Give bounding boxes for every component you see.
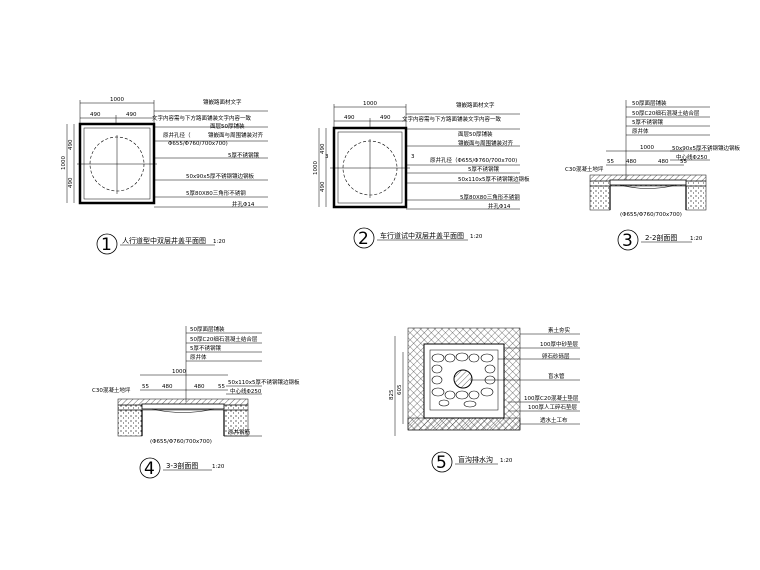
d4-scale: 1:20: [212, 464, 225, 470]
d2-note-8: 井孔Φ14: [488, 202, 511, 210]
d1-note-8: 5厚80X80三角形不锈钢: [186, 189, 246, 197]
d4-dim-side-b: 55: [218, 384, 225, 390]
d5-note-4: 100厚C20混凝土垫层: [524, 394, 579, 402]
d3-number: 3: [622, 231, 633, 251]
d4-note-5: 中心线Φ250: [230, 387, 262, 395]
d5-note-2: 卵石砂砾层: [542, 352, 570, 360]
d1-note-3: 原井孔径（: [163, 131, 191, 139]
d1-dim-total: 1000: [110, 97, 124, 103]
d1-dim-side: 1000: [61, 156, 67, 170]
drawing-1: 1000 490 490 1000 490 490 镶嵌路面材文字 文字内容需与…: [61, 97, 268, 255]
d4-dim-left: 480: [162, 384, 173, 390]
d3-ground: C30混凝土地坪: [565, 165, 604, 173]
d5-number: 5: [436, 453, 447, 473]
d2-note-7: 5厚80X80三角形不锈钢: [460, 193, 520, 201]
d2-note-5: 镶嵌面与周围铺装对齐: [458, 139, 514, 147]
d3-caption: 2-2剖面图: [645, 233, 677, 242]
d3-dim-right: 480: [658, 159, 669, 165]
d1-note-7: 50x90x5厚不锈钢镶边钢板: [186, 172, 255, 180]
d1-number-circle: [96, 233, 118, 255]
d4-number: 4: [144, 459, 155, 479]
d3-note-4: 50x90x5厚不锈钢镶边钢板: [672, 144, 741, 152]
d5-note-1: 100厚中砂垫层: [540, 340, 578, 348]
d4-number-circle: [139, 457, 161, 479]
d3-dim-total: 1000: [640, 145, 654, 151]
d3-dim-side-b: 55: [680, 159, 687, 165]
d2-note-2: 面层50厚铺装: [458, 130, 493, 138]
d2-number-circle: [353, 227, 375, 249]
d2-dim-total: 1000: [363, 101, 377, 107]
d2-note-6: 50x110x5厚不锈钢镶边钢板: [458, 175, 530, 183]
d4-dim-right: 480: [194, 384, 205, 390]
d4-note-0: 50厚面层铺装: [190, 325, 225, 333]
d1-note-6: 5厚不锈钢镶: [228, 151, 259, 159]
drawing-2: 1000 490 490 1000 490 490 3 3 镶嵌路面材文字 文字…: [313, 101, 530, 249]
d2-note-1: 文字内容需与下方路面铺装文字内容一致: [402, 115, 502, 123]
d4-base-note: 原井钢筋: [228, 428, 251, 436]
d3-scale: 1:20: [690, 236, 703, 242]
drawing-4: 50厚面层铺装 50厚C20细石混凝土结合层 5厚不锈钢镶 原井体 50x110…: [92, 325, 300, 479]
d4-dim-base: (Φ655/Φ760/700x700): [150, 439, 212, 445]
d2-dim-side-a: 490: [320, 143, 326, 154]
d2-note-0: 镶嵌路面材文字: [456, 101, 495, 109]
d1-note-1: 文字内容需与下方路面铺装文字内容一致: [152, 114, 252, 122]
d2-caption: 车行道试中双层井盖平面图: [380, 231, 464, 240]
d5-note-5: 100厚人工碎石垫层: [528, 403, 577, 411]
d4-caption: 3-3剖面图: [166, 461, 198, 470]
d1-note-4: 镶嵌面与周围铺装对齐: [208, 131, 264, 139]
d2-note-4: 5厚不锈钢镶: [468, 165, 499, 173]
d1-caption: 人行道型中双层井盖平面图: [122, 236, 206, 245]
d3-dim-left: 480: [626, 159, 637, 165]
d3-dim-base: (Φ655/Φ760/700x700): [620, 212, 682, 218]
d4-note-2: 5厚不锈钢镶: [190, 344, 221, 352]
d1-dim-side-b: 490: [68, 177, 74, 188]
d4-dim-side-a: 55: [142, 384, 149, 390]
drawing-3: 50厚面层铺装 50厚C20细石混凝土结合层 5厚不锈钢镶 原井体 50x90x…: [565, 99, 741, 251]
d2-note-3: 原井孔径（Φ655/Φ760/700x700): [430, 156, 517, 164]
d3-note-5: 中心线Φ250: [676, 153, 708, 161]
d3-number-circle: [617, 229, 639, 251]
d1-note-0: 镶嵌路面材文字: [203, 98, 242, 106]
d1-dim-left: 490: [90, 112, 101, 118]
d5-dim-upper: 605: [397, 384, 403, 395]
d2-number: 2: [358, 229, 369, 249]
d1-note-9: 井孔Φ14: [232, 200, 255, 208]
d4-dim-total: 1000: [172, 369, 186, 375]
d3-note-2: 5厚不锈钢镶: [632, 118, 663, 126]
d4-ground: C30混凝土地坪: [92, 386, 131, 394]
d1-scale: 1:20: [213, 239, 226, 245]
d3-dim-side-a: 55: [607, 159, 614, 165]
d1-dim-right: 490: [126, 112, 137, 118]
d2-section-mark-left: 3: [325, 154, 329, 160]
d2-dim-side-b: 490: [320, 181, 326, 192]
d2-dim-left: 490: [344, 115, 355, 121]
d4-note-1: 50厚C20细石混凝土结合层: [190, 335, 258, 343]
d5-note-6: 透水土工布: [540, 416, 568, 424]
d3-note-1: 50厚C20细石混凝土结合层: [632, 109, 700, 117]
d5-number-circle: [431, 451, 453, 473]
d5-scale: 1:20: [500, 458, 513, 464]
d2-scale: 1:20: [470, 234, 483, 240]
d2-section-mark-right: 3: [411, 154, 415, 160]
d4-note-3: 原井体: [190, 353, 207, 361]
d1-number: 1: [101, 235, 112, 255]
d4-note-4: 50x110x5厚不锈钢镶边钢板: [228, 378, 300, 386]
d1-note-2: 面层50厚铺装: [210, 122, 245, 130]
d5-caption: 盲沟排水沟: [458, 455, 493, 464]
d2-dim-right: 490: [380, 115, 391, 121]
d3-note-3: 原井体: [632, 127, 649, 135]
d2-dim-side: 1000: [313, 161, 319, 175]
d5-dim-total: 825: [389, 389, 395, 400]
drawing-5: 825 605 素土夯实 100厚中砂垫层 卵石砂砾层 盲水管: [389, 326, 580, 473]
d1-dim-side-a: 490: [68, 139, 74, 150]
d5-note-0: 素土夯实: [548, 326, 571, 334]
d3-note-0: 50厚面层铺装: [632, 99, 667, 107]
d5-note-3: 盲水管: [548, 372, 565, 380]
d1-note-5: Φ655/Φ760/700x700): [168, 141, 228, 147]
